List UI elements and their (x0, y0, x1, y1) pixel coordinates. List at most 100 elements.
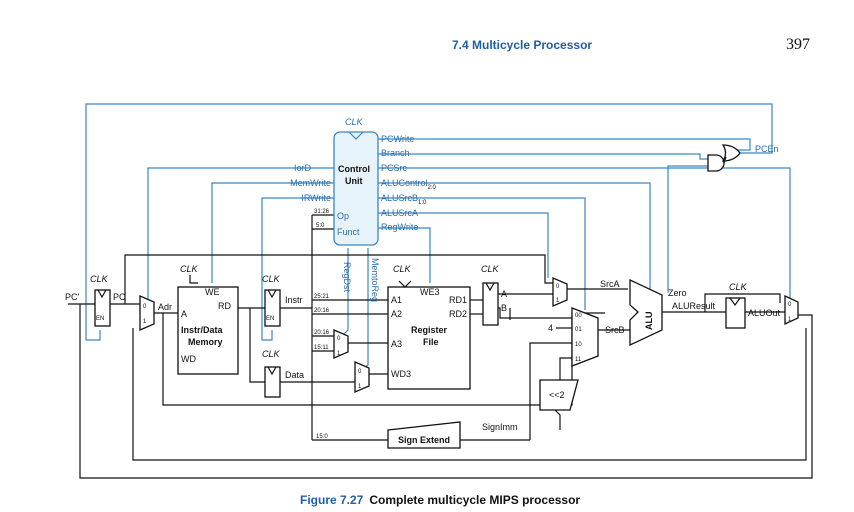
pcsrc-mux: 0 1 (784, 294, 799, 326)
svg-text:0: 0 (143, 304, 147, 310)
figure-caption: Figure 7.27 Complete multicycle MIPS proc… (300, 493, 580, 507)
svg-text:File: File (423, 337, 439, 347)
shift-left-2: <<2 (539, 379, 579, 411)
control-wires (85, 103, 791, 369)
svg-text:00: 00 (575, 313, 582, 319)
svg-text:Op: Op (337, 211, 349, 221)
alu: ALU Zero ALUResult (629, 278, 716, 347)
ab-register: CLK A B (481, 264, 507, 326)
svg-text:A2: A2 (391, 309, 402, 319)
svg-text:A3: A3 (391, 339, 402, 349)
svg-text:Control: Control (338, 164, 370, 174)
srca-mux: 0 1 SrcA (552, 277, 620, 307)
svg-text:EN: EN (266, 316, 274, 322)
adr-label: Adr (158, 302, 172, 312)
aluout-label: ALUOut (748, 308, 781, 318)
svg-text:1: 1 (788, 317, 792, 323)
instr-register: EN CLK Instr (262, 274, 303, 327)
data-label: Data (285, 370, 304, 380)
svg-text:PCSrc: PCSrc (381, 163, 408, 173)
pc-label: PC (113, 292, 126, 302)
svg-text:0: 0 (556, 284, 560, 290)
figure-label: Figure 7.27 (300, 493, 364, 507)
register-file: CLK WE3 A1 A2 A3 WD3 RD1 RD2 Register Fi… (387, 264, 471, 390)
signimm-label: SignImm (482, 422, 518, 432)
adr-mux: 0 1 Adr (139, 295, 172, 331)
svg-text:MemWrite: MemWrite (290, 178, 331, 188)
svg-text:Branch: Branch (381, 148, 410, 158)
svg-text:ALU: ALU (644, 312, 654, 331)
svg-text:Register: Register (411, 325, 448, 335)
pcen-label: PCEn (755, 144, 779, 154)
pc-clk-label: CLK (90, 274, 109, 284)
svg-text:A1: A1 (391, 295, 402, 305)
svg-text:CLK: CLK (481, 264, 500, 274)
svg-text:ALUSrcA: ALUSrcA (381, 208, 418, 218)
svg-text:CLK: CLK (729, 282, 748, 292)
svg-text:RD2: RD2 (449, 309, 467, 319)
sign-extend: Sign Extend SignImm (387, 421, 518, 449)
svg-text:Funct: Funct (337, 227, 360, 237)
svg-text:PCWrite: PCWrite (381, 134, 414, 144)
svg-text:Instr/Data: Instr/Data (181, 325, 224, 335)
regdst-mux: 0 1 (333, 329, 349, 359)
svg-text:5:0: 5:0 (316, 223, 325, 229)
svg-text:20:16: 20:16 (314, 330, 330, 336)
pc-enable-label: EN (96, 316, 104, 322)
svg-text:10: 10 (575, 342, 582, 348)
svg-text:CLK: CLK (393, 264, 412, 274)
svg-text:WD3: WD3 (391, 369, 411, 379)
svg-text:WE: WE (205, 287, 220, 297)
svg-text:ALUControl2:0: ALUControl2:0 (381, 178, 437, 191)
data-register: CLK Data (262, 349, 304, 398)
svg-text:1: 1 (358, 384, 362, 390)
svg-text:WD: WD (181, 354, 196, 364)
figure-text: Complete multicycle MIPS processor (369, 493, 581, 507)
page-header: 7.4 Multicycle Processor 397 (0, 0, 854, 60)
svg-text:CLK: CLK (345, 117, 364, 127)
svg-text:11: 11 (575, 357, 582, 363)
svg-text:CLK: CLK (262, 349, 281, 359)
svg-text:01: 01 (575, 327, 582, 333)
svg-text:0: 0 (358, 369, 362, 375)
svg-text:CLK: CLK (262, 274, 281, 284)
instruction-fields: 31:26 5:0 25:21 20:16 20:16 15:11 15:0 (314, 209, 330, 440)
svg-text:Sign Extend: Sign Extend (398, 435, 450, 445)
section-title: 7.4 Multicycle Processor (452, 38, 593, 52)
svg-text:15:0: 15:0 (316, 434, 328, 440)
svg-text:<<2: <<2 (549, 390, 565, 400)
svg-text:RD: RD (218, 301, 231, 311)
svg-text:ALUSrcB1:0: ALUSrcB1:0 (381, 193, 427, 206)
svg-text:WE3: WE3 (420, 287, 440, 297)
svg-text:Unit: Unit (345, 176, 363, 186)
svg-text:1: 1 (143, 319, 147, 325)
control-unit: CLK Control Unit Op Funct IorD MemWrite … (290, 117, 436, 302)
svg-text:15:11: 15:11 (314, 345, 329, 351)
svg-text:CLK: CLK (180, 264, 199, 274)
svg-text:31:26: 31:26 (314, 209, 330, 215)
aluout-register: CLK ALUOut (725, 282, 781, 329)
svg-text:0: 0 (788, 302, 792, 308)
svg-text:RD1: RD1 (449, 295, 467, 305)
page-number: 397 (786, 36, 810, 53)
svg-text:1: 1 (556, 298, 560, 304)
instr-data-memory: CLK WE A RD WD Instr/Data Memory (177, 264, 239, 375)
srcb-label: SrcB (605, 325, 625, 335)
svg-text:0: 0 (337, 336, 341, 342)
pcen-logic: PCEn (707, 144, 779, 172)
svg-text:25:21: 25:21 (314, 294, 330, 300)
aluresult-label: ALUResult (672, 301, 716, 311)
four-label: 4 (548, 323, 553, 333)
zero-label: Zero (668, 288, 687, 298)
svg-text:Memory: Memory (188, 337, 223, 347)
memtoreg-mux: 0 1 (354, 361, 370, 393)
srca-label: SrcA (600, 279, 620, 289)
svg-text:RegDst: RegDst (342, 262, 352, 293)
srcb-mux: 00 01 10 11 4 SrcB (548, 307, 625, 367)
svg-text:1: 1 (337, 351, 341, 357)
svg-text:RegWrite: RegWrite (381, 222, 418, 232)
svg-text:MemtoReg: MemtoReg (370, 258, 380, 302)
svg-text:IRWrite: IRWrite (301, 193, 331, 203)
svg-text:A: A (181, 309, 187, 319)
